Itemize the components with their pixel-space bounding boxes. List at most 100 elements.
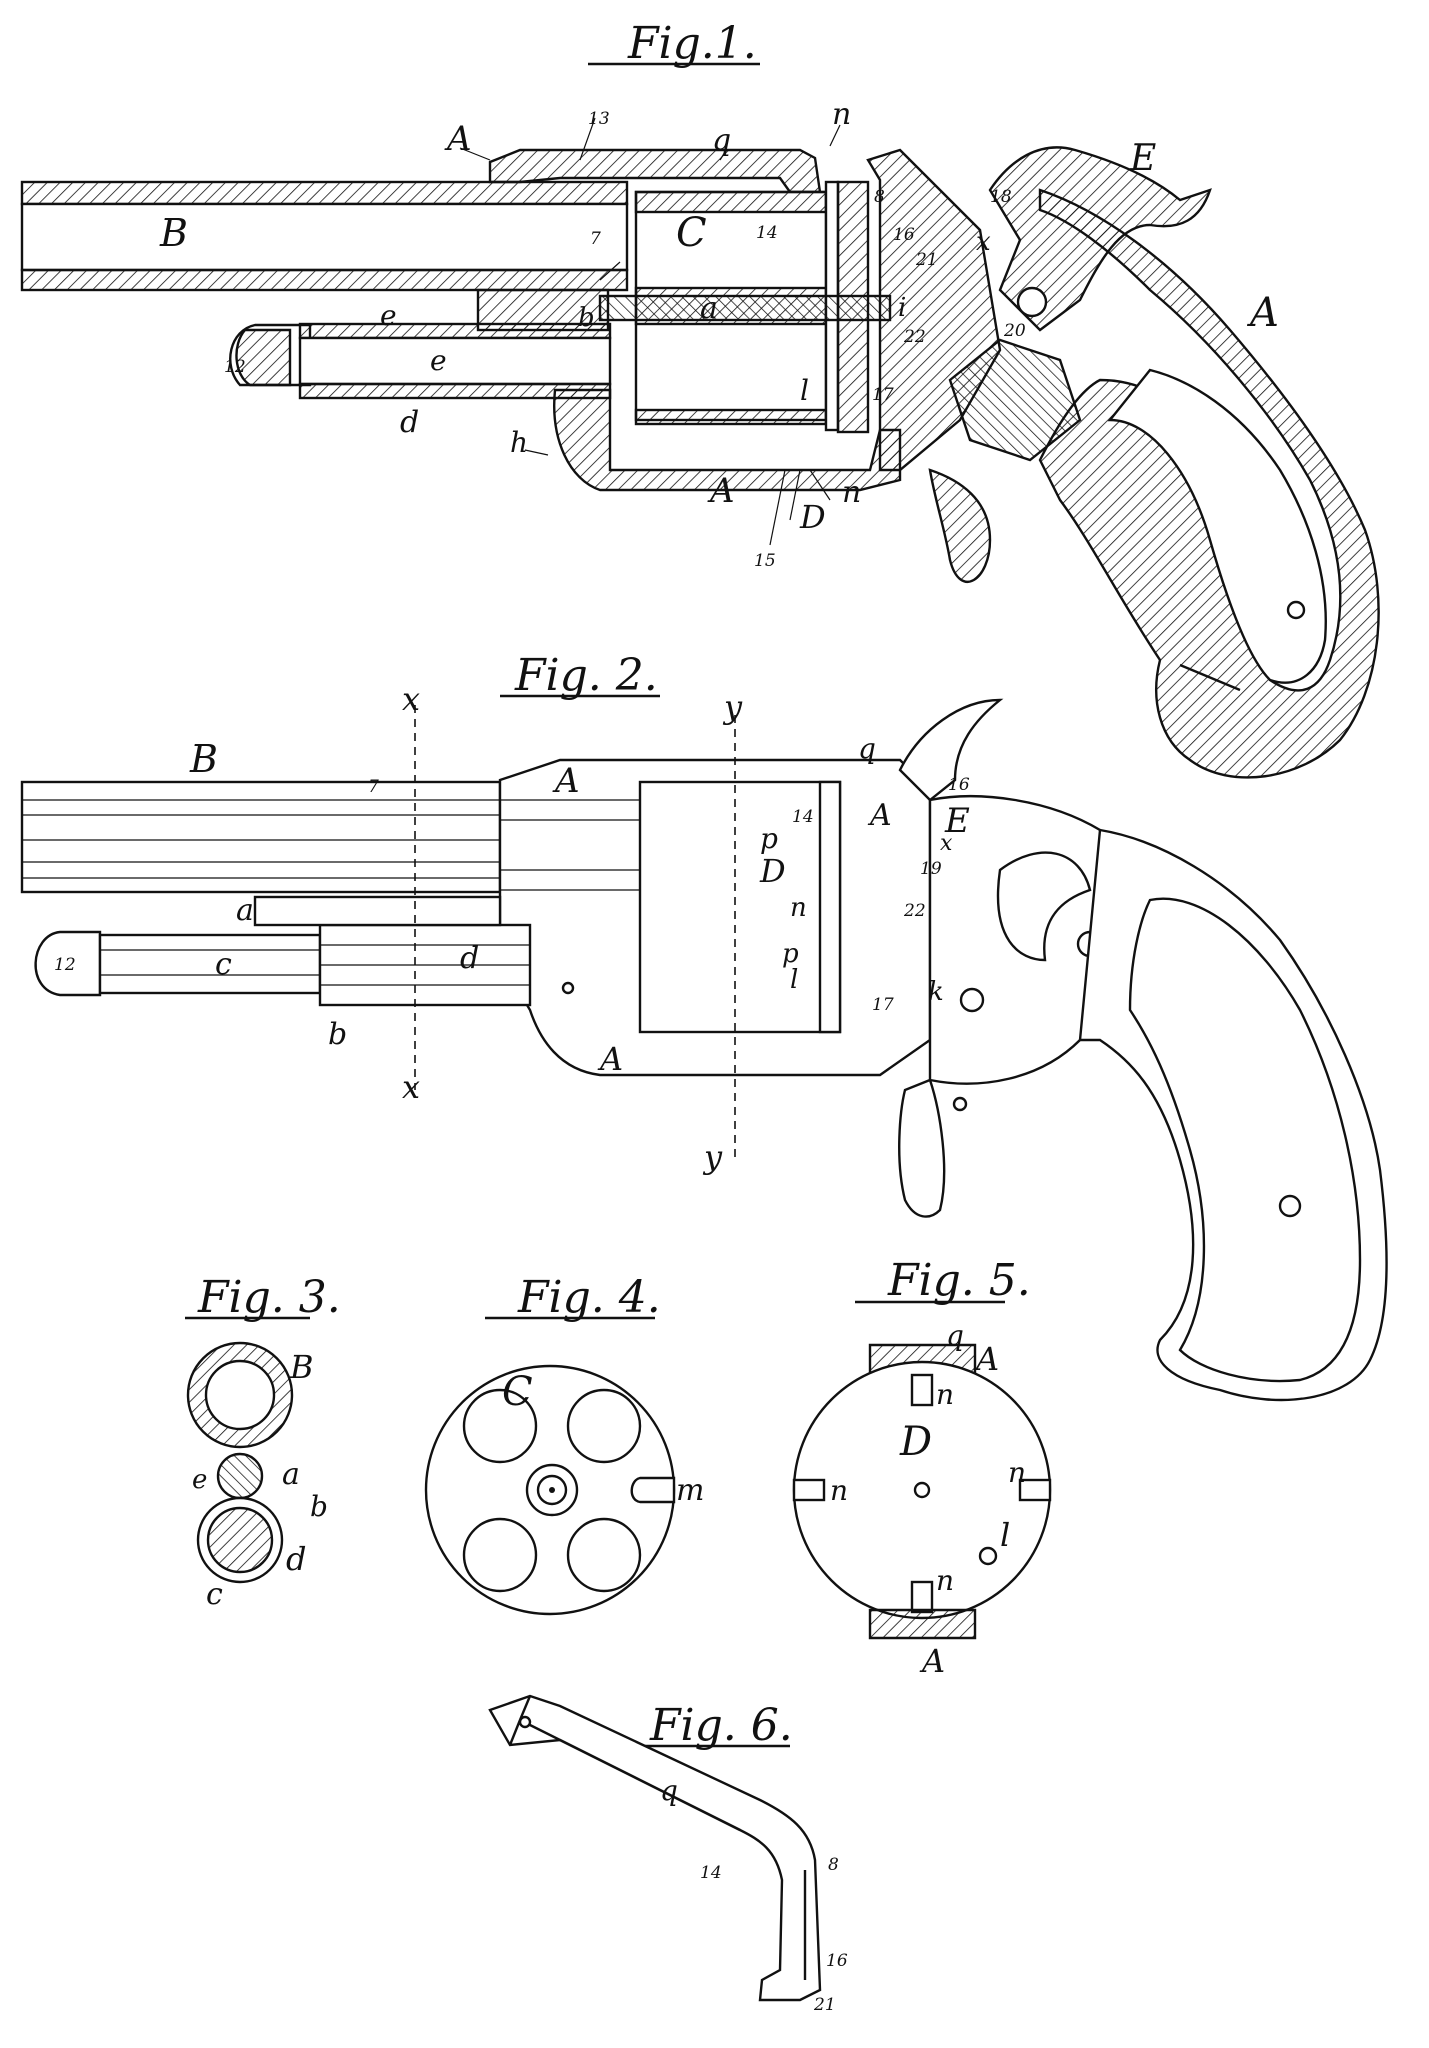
fig2-label-p1: p [760,822,778,855]
fig2-label-n: n [790,893,807,923]
fig1-base-pin [598,294,892,322]
fig5-label-n-top: n [936,1378,954,1411]
fig1-grip-screw [1286,600,1306,620]
fig2-label-p2: p [782,939,799,969]
fig2-label-A-bottom: A [597,1040,623,1078]
figure-4: Fig. 4. C m [424,1272,704,1616]
fig4-notch-m [630,1476,676,1504]
fig1-label-22: 22 [903,327,926,347]
fig1-label-n-bottom: n [842,475,861,510]
fig4-chamber [462,1517,538,1593]
fig2-ejector-rod [34,895,575,1007]
fig3-label-c: c [206,1577,223,1612]
fig1-label-e2: e [430,344,447,377]
fig2-trigger [898,1078,946,1218]
fig1-grip-panel [1107,368,1327,684]
fig4-caption: Fig. 4. [517,1272,661,1323]
fig4-label-m: m [676,1473,704,1508]
fig2-label-7: 7 [368,777,379,797]
fig2-label-17: 17 [872,995,894,1015]
fig2-grip-panel [1128,897,1362,1383]
fig5-slot-n-right [1018,1478,1052,1502]
fig5-caption: Fig. 5. [887,1255,1031,1306]
fig1-label-h: h [510,426,528,459]
fig2-grip-screw [1278,1194,1302,1218]
fig1-leaders [459,117,841,546]
fig2-barrel [20,780,502,894]
fig5-bottom-strap [868,1608,977,1640]
fig3-label-b: b [310,1490,328,1523]
fig1-hammer-pivot [1016,286,1048,318]
fig6-label-14: 14 [700,1863,722,1883]
fig6-label-21: 21 [813,1995,836,2015]
fig2-label-A-top: A [552,761,580,801]
fig6-edge [519,1718,741,1832]
fig3-caption: Fig. 3. [197,1272,341,1323]
fig1-label-e1: e [380,299,397,332]
fig1-label-18: 18 [990,187,1012,207]
fig1-label-C: C [676,210,707,256]
fig6-edge [518,1695,532,1721]
fig2-label-d: d [460,941,479,976]
fig1-label-7: 7 [590,229,601,249]
fig6-edge [508,1719,522,1746]
figure-2: Fig. 2. [20,650,1388,1402]
fig2-label-12: 12 [54,955,76,975]
fig2-cylinder [638,780,842,1034]
fig5-label-n-left: n [830,1474,848,1507]
fig3-label-d: d [286,1540,306,1578]
fig1-trigger [928,468,992,583]
fig4-chamber [462,1388,538,1464]
fig2-label-y-top: y [722,688,743,726]
fig1-mainspring-screw [1179,663,1241,692]
fig5-label-l: l [1000,1516,1010,1554]
fig2-label-E: E [944,801,970,841]
fig1-label-21: 21 [915,250,938,270]
fig5-hole-l [978,1546,998,1566]
fig1-label-14: 14 [756,223,778,243]
fig1-label-20: 20 [1003,321,1026,341]
fig1-label-A-grip: A [1246,290,1279,336]
fig3-label-B: B [289,1348,314,1386]
fig6-label-8: 8 [828,1855,839,1875]
fig3-base-pin-section [216,1452,264,1500]
fig5-center-hole [913,1481,931,1499]
fig1-label-l: l [800,374,809,407]
fig1-label-12: 12 [224,357,246,377]
figure-6: Fig. 6. q 14 8 16 21 [488,1694,848,2015]
fig6-caption: Fig. 6. [649,1700,793,1751]
fig5-slot-n-left [792,1478,826,1502]
fig2-label-q: q [858,732,876,765]
fig5-slot-n-top [910,1373,934,1407]
fig2-label-x: x [940,831,953,856]
fig1-label-15: 15 [754,551,776,571]
fig2-label-k: k [928,977,944,1007]
fig5-label-n-bottom: n [936,1564,954,1597]
fig2-screw [959,987,985,1013]
figure-1: Fig.1. [20,18,1380,779]
fig1-label-q: q [712,123,731,158]
fig5-slot-n-bottom [910,1580,934,1614]
fig2-label-x-top: x [402,680,420,718]
fig2-label-a: a [236,893,254,928]
fig2-hammer-spur [898,698,1004,802]
fig1-label-a: a [700,291,718,326]
fig1-label-8: 8 [874,187,885,207]
fig2-label-16: 16 [948,775,970,795]
fig1-frame-lower [553,388,902,492]
figure-5: Fig. 5. q A n D n n l n A [792,1255,1052,1680]
fig1-barrel [20,180,629,292]
fig1-label-13: 13 [588,109,610,129]
fig1-label-A-bottom: A [707,471,735,511]
fig1-caption: Fig.1. [627,18,757,69]
fig4-chamber [566,1388,642,1464]
fig2-label-A-frame: A [867,798,892,833]
fig2-label-D: D [759,852,786,890]
fig1-label-A: A [444,119,472,159]
fig5-label-n-right: n [1008,1456,1026,1489]
fig2-pin [952,1096,968,1112]
fig1-ejector-rod [229,322,612,400]
fig2-label-14: 14 [792,807,814,827]
fig1-label-B: B [159,211,188,255]
